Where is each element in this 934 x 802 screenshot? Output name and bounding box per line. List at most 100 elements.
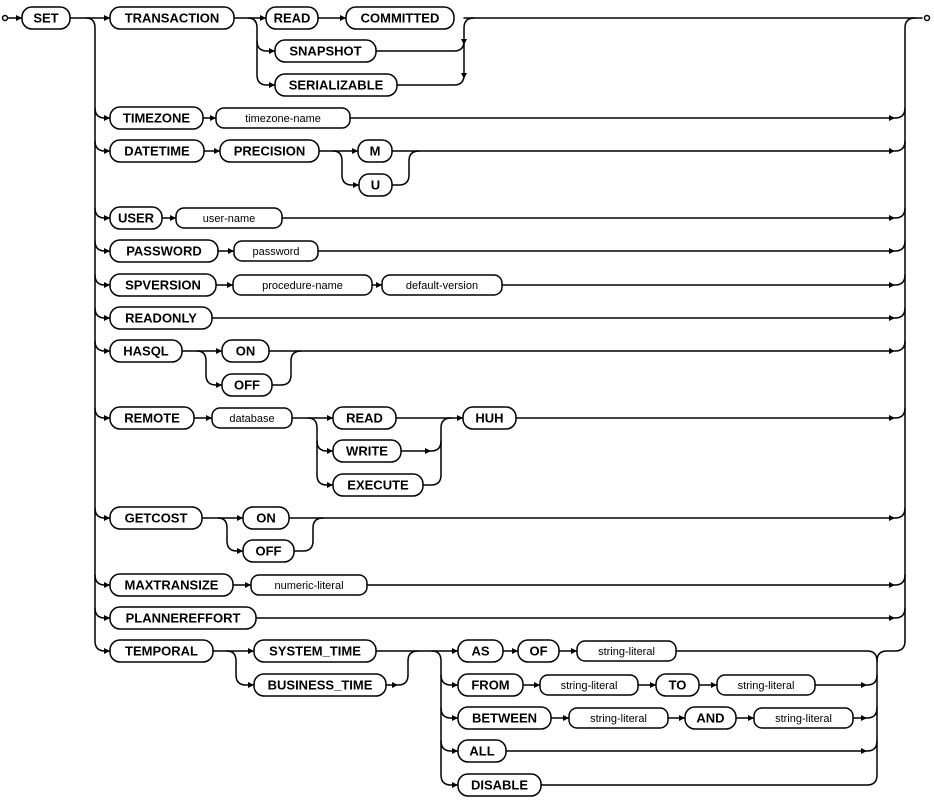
node-to-string-literal-label: string-literal — [738, 680, 795, 692]
node-default-version: default-version — [381, 274, 503, 296]
node-as-label: AS — [471, 644, 489, 659]
node-remote-read-label: READ — [346, 411, 383, 426]
node-remote-write: WRITE — [332, 439, 402, 463]
node-u-label: U — [371, 178, 380, 193]
node-password-value: password — [233, 240, 319, 262]
node-getcost-off: OFF — [242, 539, 295, 563]
node-timezone-name: timezone-name — [215, 107, 351, 129]
node-password-value-label: password — [252, 246, 299, 258]
node-procedure-name-label: procedure-name — [262, 280, 343, 292]
node-precision: PRECISION — [219, 139, 320, 163]
node-snapshot: SNAPSHOT — [274, 39, 377, 63]
node-as: AS — [457, 639, 504, 663]
node-user-name-label: user-name — [203, 213, 256, 225]
node-set: SET — [21, 6, 71, 30]
node-from-string-literal-label: string-literal — [561, 680, 618, 692]
node-user: USER — [109, 206, 163, 230]
node-getcost-on: ON — [242, 506, 290, 530]
node-as-string-literal: string-literal — [576, 640, 677, 662]
node-maxtransize-label: MAXTRANSIZE — [125, 578, 219, 593]
node-remote-execute-label: EXECUTE — [347, 478, 409, 493]
node-set-label: SET — [33, 11, 58, 26]
node-timezone-name-label: timezone-name — [245, 113, 321, 125]
node-transaction-read: READ — [265, 6, 319, 30]
node-m: M — [357, 139, 393, 163]
connector-lines — [6, 17, 923, 786]
node-huh: HUH — [462, 406, 517, 430]
node-remote-read: READ — [332, 406, 397, 430]
node-maxtransize: MAXTRANSIZE — [109, 573, 234, 597]
node-default-version-label: default-version — [406, 280, 478, 292]
node-serializable-label: SERIALIZABLE — [289, 78, 384, 93]
node-plannereffort: PLANNEREFFORT — [109, 606, 257, 630]
node-hasql: HASQL — [109, 339, 183, 363]
node-committed: COMMITTED — [345, 6, 455, 30]
node-between: BETWEEN — [457, 706, 552, 730]
node-readonly: READONLY — [109, 306, 213, 330]
node-all: ALL — [457, 739, 507, 763]
node-and-string-literal: string-literal — [753, 707, 854, 729]
node-huh-label: HUH — [475, 411, 503, 426]
node-between-string-literal-label: string-literal — [590, 713, 647, 725]
node-serializable: SERIALIZABLE — [274, 73, 398, 97]
node-disable: DISABLE — [457, 773, 542, 797]
node-hasql-on: ON — [221, 339, 270, 363]
node-spversion: SPVERSION — [109, 273, 217, 297]
node-system-time-label: SYSTEM_TIME — [269, 644, 361, 659]
node-business-time: BUSINESS_TIME — [253, 673, 387, 697]
node-of-label: OF — [529, 644, 547, 659]
node-between-string-literal: string-literal — [568, 707, 669, 729]
node-from: FROM — [457, 673, 524, 697]
node-u: U — [358, 173, 393, 197]
node-business-time-label: BUSINESS_TIME — [268, 678, 373, 693]
node-transaction: TRANSACTION — [109, 6, 235, 30]
node-remote-execute: EXECUTE — [332, 473, 424, 497]
node-committed-label: COMMITTED — [361, 11, 440, 26]
node-temporal-label: TEMPORAL — [125, 644, 198, 659]
node-system-time: SYSTEM_TIME — [253, 639, 377, 663]
node-datetime: DATETIME — [109, 139, 205, 163]
node-to-string-literal: string-literal — [716, 674, 816, 696]
node-hasql-label: HASQL — [123, 344, 169, 359]
node-readonly-label: READONLY — [125, 311, 197, 326]
node-temporal: TEMPORAL — [109, 639, 214, 663]
node-from-label: FROM — [471, 678, 509, 693]
node-between-label: BETWEEN — [472, 711, 537, 726]
node-as-string-literal-label: string-literal — [598, 646, 655, 658]
node-remote-label: REMOTE — [124, 411, 180, 426]
node-database: database — [211, 407, 293, 429]
node-timezone: TIMEZONE — [109, 106, 204, 130]
node-disable-label: DISABLE — [471, 778, 528, 793]
node-getcost-off-label: OFF — [256, 544, 282, 559]
node-transaction-read-label: READ — [274, 11, 311, 26]
node-hasql-off: OFF — [221, 373, 273, 397]
end-marker — [923, 14, 931, 22]
node-getcost: GETCOST — [109, 506, 203, 530]
node-and: AND — [684, 706, 737, 730]
node-remote: REMOTE — [109, 406, 195, 430]
node-numeric-literal: numeric-literal — [250, 574, 368, 596]
node-user-name: user-name — [175, 207, 283, 229]
node-numeric-literal-label: numeric-literal — [274, 580, 343, 592]
node-hasql-off-label: OFF — [234, 378, 260, 393]
node-password: PASSWORD — [109, 239, 219, 263]
node-database-label: database — [229, 413, 274, 425]
node-and-string-literal-label: string-literal — [775, 713, 832, 725]
node-password-label: PASSWORD — [126, 244, 202, 259]
node-transaction-label: TRANSACTION — [125, 11, 220, 26]
node-getcost-on-label: ON — [256, 511, 276, 526]
node-getcost-label: GETCOST — [125, 511, 188, 526]
node-m-label: M — [370, 144, 381, 159]
node-of: OF — [517, 639, 560, 663]
node-timezone-label: TIMEZONE — [123, 111, 190, 126]
node-spversion-label: SPVERSION — [125, 278, 201, 293]
node-hasql-on-label: ON — [236, 344, 256, 359]
node-precision-label: PRECISION — [234, 144, 306, 159]
node-and-label: AND — [696, 711, 724, 726]
node-plannereffort-label: PLANNEREFFORT — [126, 611, 241, 626]
node-all-label: ALL — [469, 744, 494, 759]
node-datetime-label: DATETIME — [124, 144, 190, 159]
node-snapshot-label: SNAPSHOT — [289, 44, 361, 59]
start-marker — [1, 14, 9, 22]
